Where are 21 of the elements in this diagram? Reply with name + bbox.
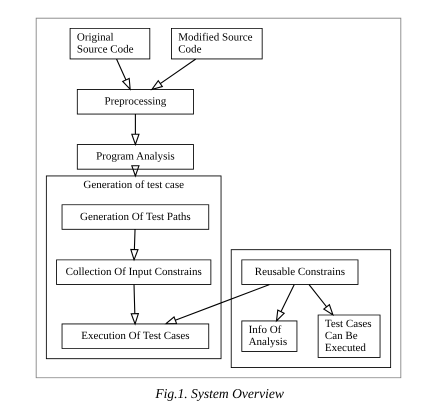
cluster (230, 249, 391, 368)
arrow (130, 284, 139, 326)
arrow (130, 229, 138, 262)
node-box: Preprocessing (76, 89, 194, 114)
node-box: Original Source Code (69, 28, 150, 60)
arrow (164, 284, 270, 324)
node-box: Generation Of Test Paths (61, 204, 209, 230)
arrow (275, 284, 294, 322)
arrow (130, 114, 140, 146)
node-box: Collection Of Input Constrains (56, 259, 211, 285)
cluster (35, 18, 401, 378)
arrow (150, 58, 196, 90)
node-box: Test Cases Can Be Executed (317, 314, 380, 358)
arrow (116, 58, 130, 91)
arrow (308, 284, 334, 316)
arrow (130, 165, 140, 178)
node-box: Modified Source Code (170, 28, 262, 60)
caption: Fig.1. System Overview (154, 386, 284, 401)
node-box: Info Of Analysis (240, 320, 297, 352)
node-box: Execution Of Test Cases (61, 323, 209, 349)
node-box: Reusable Constrains (240, 259, 358, 285)
